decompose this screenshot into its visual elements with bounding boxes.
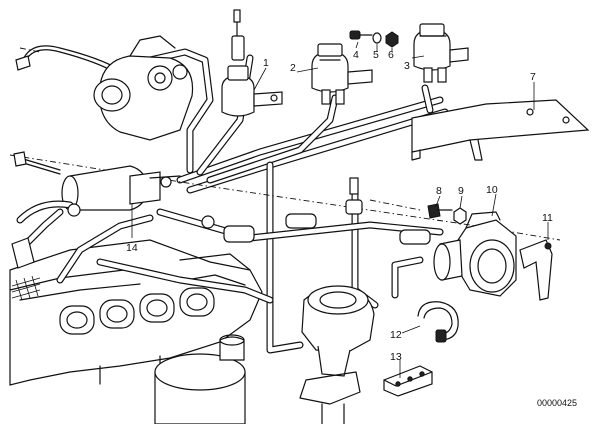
- part-6-nut: [385, 31, 399, 48]
- callout-7: 7: [530, 71, 536, 83]
- callout-labels: 1 2 3 4 5 6 7 8 9 10 11 12 13 14: [126, 49, 553, 363]
- callout-13: 13: [390, 351, 402, 363]
- part-2-solenoid-valve: [311, 43, 373, 105]
- part-3-solenoid-valve: [413, 23, 469, 83]
- leader-lines: [131, 41, 549, 378]
- part-5-washer: [372, 32, 382, 44]
- part-11-bracket: [519, 239, 553, 301]
- part-10-vacuum-actuator: [433, 211, 517, 297]
- diagram-code: 00000425: [537, 398, 577, 408]
- part-7-mounting-bracket: [411, 99, 590, 161]
- throttle-housing: [93, 35, 194, 141]
- callout-4: 4: [353, 49, 359, 61]
- part-8-bolt: [427, 203, 453, 219]
- callout-10: 10: [486, 184, 498, 196]
- callout-2: 2: [290, 62, 296, 74]
- manifold-ports: [59, 287, 215, 335]
- part-4-screw: [349, 30, 373, 40]
- callout-8: 8: [436, 185, 442, 197]
- callout-14: 14: [126, 242, 138, 254]
- callout-1: 1: [263, 57, 269, 69]
- callout-12: 12: [390, 329, 402, 341]
- part-1-solenoid-valve: [221, 9, 283, 117]
- vacuum-pump: [299, 285, 375, 424]
- callout-3: 3: [404, 60, 410, 72]
- callout-6: 6: [388, 49, 394, 61]
- manifold-grille: [11, 275, 41, 301]
- part-13-connector: [383, 365, 433, 397]
- sensor-cable: [15, 45, 121, 75]
- fuel-canister: [154, 334, 246, 424]
- callout-9: 9: [458, 185, 464, 197]
- part-12-hose-clamp: [417, 301, 459, 343]
- hose-fittings: [67, 176, 431, 245]
- callout-11: 11: [542, 212, 553, 224]
- intake-manifold: [9, 239, 263, 386]
- part-14-vacuum-unit: [13, 151, 181, 211]
- callout-5: 5: [373, 49, 379, 61]
- left-elbow-hoses: [11, 200, 74, 269]
- part-9-nut: [453, 207, 467, 225]
